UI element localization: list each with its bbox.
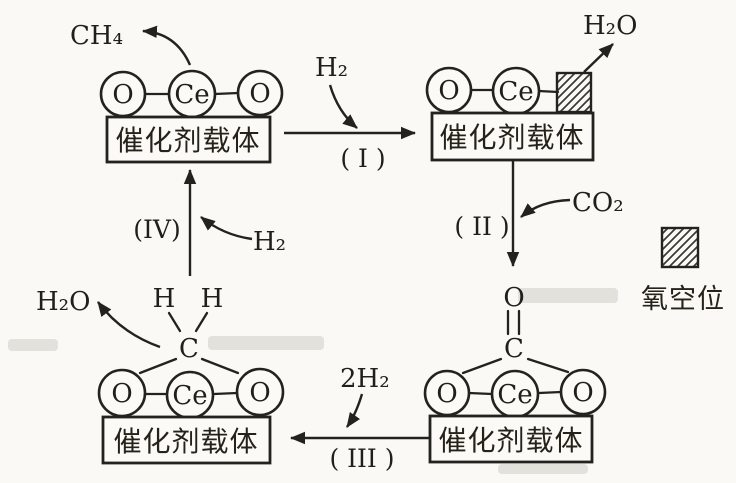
step-i-label: ( I ) xyxy=(340,144,385,173)
step-iv-label: (IV) xyxy=(133,215,180,244)
h2-feed-arrow xyxy=(346,393,364,428)
ce-vacancy-bond xyxy=(537,89,560,94)
carbon-label: C xyxy=(504,334,524,364)
scan-bleed xyxy=(208,336,324,350)
step-ii-label: ( II ) xyxy=(454,212,509,241)
carbonyl-oxygen-label: O xyxy=(503,283,524,313)
oxygen-atom-label: O xyxy=(438,76,459,106)
step-i: H₂ ( I ) xyxy=(284,53,416,173)
scan-bleed xyxy=(518,288,618,303)
co2-feed-arrow xyxy=(520,198,571,218)
ce-o-bond xyxy=(212,391,239,396)
oxygen-atom-label: O xyxy=(249,378,270,408)
h-c-bond xyxy=(167,311,182,333)
unit-bottom-right: O C O Ce O 催化剂载体 xyxy=(423,283,607,464)
support-label: 催化剂载体 xyxy=(438,424,583,457)
unit-top-left: CH₄ O Ce O 催化剂载体 xyxy=(70,21,284,164)
support-box xyxy=(430,111,595,162)
cerium-atom-label: Ce xyxy=(174,80,209,110)
support-label: 催化剂载体 xyxy=(439,121,584,154)
c-o-bond xyxy=(138,357,178,375)
support-box xyxy=(101,415,272,465)
step-iii-label: ( III ) xyxy=(329,444,394,473)
c-o-bond xyxy=(200,357,240,375)
h2o-release-arrow xyxy=(97,301,161,349)
h2o-label: H₂O xyxy=(583,11,637,41)
h2-feed-arrow xyxy=(328,84,358,129)
oxygen-atom-label: O xyxy=(249,79,270,109)
h2-reagent-label: 2H₂ xyxy=(340,364,390,394)
support-label: 催化剂载体 xyxy=(113,425,258,458)
h-c-bond xyxy=(194,311,209,333)
step-ii: CO₂ ( II ) xyxy=(454,161,624,267)
unit-top-right: H₂O O Ce 催化剂载体 xyxy=(425,11,637,162)
ch4-label: CH₄ xyxy=(70,21,123,51)
cerium-atom-label: Ce xyxy=(497,380,532,410)
oxygen-atom-label: O xyxy=(112,80,133,110)
o-ce-bond xyxy=(467,391,494,396)
ce-o-bond xyxy=(213,91,240,96)
ch4-release-arrow xyxy=(142,25,192,66)
oxygen-atom-label: O xyxy=(572,378,593,408)
ce-o-bond xyxy=(537,390,563,395)
oxygen-vacancy-icon xyxy=(555,71,593,114)
oxygen-atom-circle xyxy=(559,368,607,416)
h2o-release-arrow xyxy=(583,43,614,73)
oxygen-atom-circle xyxy=(236,69,284,117)
unit-bottom-left: H₂O H H C O Ce O 催化剂载体 xyxy=(36,284,285,465)
hydrogen-label: H xyxy=(153,284,176,314)
cerium-atom-label: Ce xyxy=(498,77,533,107)
carbon-label: C xyxy=(179,334,199,364)
c-o-bond xyxy=(461,357,503,375)
legend-label: 氧空位 xyxy=(641,284,725,315)
hydrogen-label: H xyxy=(201,284,224,314)
oxygen-atom-circle xyxy=(235,367,285,417)
step-iii: 2H₂ ( III ) xyxy=(290,364,430,473)
oxygen-atom-label: O xyxy=(111,379,132,409)
oxygen-vacancy-icon xyxy=(660,226,700,269)
h2-reagent-label: H₂ xyxy=(315,53,348,83)
cerium-atom-label: Ce xyxy=(172,381,207,411)
support-box xyxy=(428,414,594,464)
step-iv: (IV) H₂ xyxy=(133,169,286,276)
scan-bleed xyxy=(498,464,588,474)
co2-reagent-label: CO₂ xyxy=(572,188,624,218)
oxygen-atom-label: O xyxy=(436,379,457,409)
h2-reagent-label: H₂ xyxy=(253,227,286,257)
c-o-bond xyxy=(526,357,570,374)
legend: 氧空位 xyxy=(641,226,725,315)
h2o-label: H₂O xyxy=(36,287,90,317)
scan-bleed-artifacts xyxy=(8,288,618,474)
support-box xyxy=(105,115,272,164)
scan-bleed xyxy=(8,339,58,351)
h2-feed-arrow xyxy=(200,216,253,241)
support-label: 催化剂载体 xyxy=(115,124,260,157)
